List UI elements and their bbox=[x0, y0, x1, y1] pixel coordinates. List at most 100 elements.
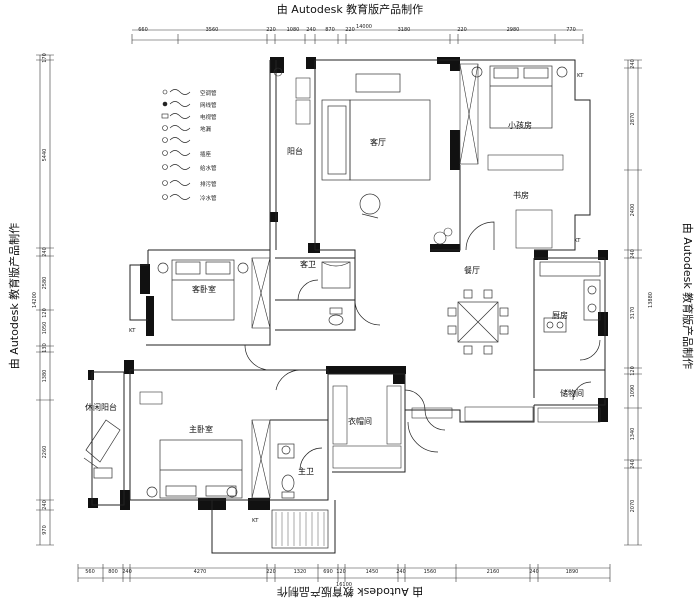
svg-text:5440: 5440 bbox=[42, 149, 48, 162]
svg-text:240: 240 bbox=[396, 569, 406, 575]
svg-text:240: 240 bbox=[306, 27, 316, 33]
legend-labels: 空调管 网线管 电视管 地漏 插座 给水管 排污管 冷水管 bbox=[200, 89, 217, 202]
svg-text:560: 560 bbox=[85, 569, 95, 575]
left-dimension-lines bbox=[36, 54, 54, 546]
svg-text:240: 240 bbox=[42, 500, 48, 510]
svg-text:2070: 2070 bbox=[630, 500, 636, 513]
svg-text:770: 770 bbox=[566, 27, 576, 33]
svg-text:240: 240 bbox=[529, 569, 539, 575]
svg-text:给水管: 给水管 bbox=[200, 164, 217, 172]
watermark-top: 由 Autodesk 教育版产品制作 bbox=[276, 3, 424, 16]
svg-text:220: 220 bbox=[345, 27, 355, 33]
svg-text:地漏: 地漏 bbox=[200, 125, 212, 133]
svg-text:KT: KT bbox=[252, 518, 259, 524]
svg-text:220: 220 bbox=[266, 27, 276, 33]
svg-text:排污管: 排污管 bbox=[200, 180, 217, 188]
svg-text:1050: 1050 bbox=[42, 322, 48, 335]
dim-left-total: 14200 bbox=[32, 292, 38, 308]
svg-text:1450: 1450 bbox=[366, 569, 379, 575]
svg-text:240: 240 bbox=[630, 459, 636, 469]
plants bbox=[273, 67, 453, 245]
svg-text:1340: 1340 bbox=[630, 428, 636, 441]
svg-text:3180: 3180 bbox=[398, 27, 411, 33]
dim-top-total: 14000 bbox=[356, 24, 372, 30]
svg-text:4270: 4270 bbox=[194, 569, 207, 575]
dim-right-labels: 240 2870 2400 240 3170 120 1090 1340 240… bbox=[630, 59, 636, 512]
svg-text:电视管: 电视管 bbox=[200, 113, 217, 121]
svg-text:网线管: 网线管 bbox=[200, 101, 217, 109]
label-child-room: 小孩房 bbox=[508, 120, 532, 130]
svg-text:3170: 3170 bbox=[630, 307, 636, 320]
svg-text:660: 660 bbox=[138, 27, 148, 33]
svg-text:1080: 1080 bbox=[287, 27, 300, 33]
svg-text:1090: 1090 bbox=[630, 385, 636, 398]
dim-left-labels: 170 5440 240 2580 120 1050 130 1380 2260… bbox=[42, 53, 48, 535]
svg-text:2980: 2980 bbox=[507, 27, 520, 33]
svg-text:2260: 2260 bbox=[42, 446, 48, 459]
svg-text:1380: 1380 bbox=[42, 370, 48, 383]
svg-text:2870: 2870 bbox=[630, 113, 636, 126]
svg-text:1320: 1320 bbox=[294, 569, 307, 575]
door-swings bbox=[244, 221, 601, 471]
svg-text:800: 800 bbox=[108, 569, 118, 575]
wardrobe-cabinets bbox=[139, 63, 601, 499]
svg-text:120: 120 bbox=[630, 366, 636, 376]
svg-text:240: 240 bbox=[630, 249, 636, 259]
top-dimension-lines bbox=[131, 29, 584, 44]
svg-text:冷水管: 冷水管 bbox=[200, 194, 217, 202]
legend-symbols bbox=[161, 89, 191, 200]
dim-bottom-total: 16100 bbox=[336, 582, 352, 588]
svg-text:2580: 2580 bbox=[42, 277, 48, 290]
label-kitchen: 厨房 bbox=[552, 310, 568, 320]
svg-text:2160: 2160 bbox=[487, 569, 500, 575]
svg-text:KT: KT bbox=[129, 328, 136, 334]
label-storage: 储物间 bbox=[560, 388, 584, 398]
dim-right-total: 13880 bbox=[648, 292, 654, 308]
dining-table bbox=[447, 289, 509, 355]
svg-text:240: 240 bbox=[42, 247, 48, 257]
right-dimension-lines bbox=[624, 59, 642, 546]
kt-markers: KT KT KT KT bbox=[129, 73, 584, 524]
lounge-chair bbox=[83, 419, 121, 479]
svg-text:170: 170 bbox=[42, 53, 48, 63]
label-wardrobe-room: 衣帽间 bbox=[348, 416, 372, 426]
kitchen-fixtures bbox=[539, 261, 601, 333]
svg-text:空调管: 空调管 bbox=[200, 89, 217, 97]
sofa-set bbox=[321, 73, 431, 219]
svg-text:KT: KT bbox=[574, 238, 581, 244]
svg-text:220: 220 bbox=[266, 569, 276, 575]
svg-text:1560: 1560 bbox=[424, 569, 437, 575]
label-living: 客厅 bbox=[370, 137, 386, 147]
beds bbox=[146, 65, 568, 499]
legend bbox=[161, 89, 191, 200]
svg-text:220: 220 bbox=[457, 27, 467, 33]
walls bbox=[91, 59, 606, 554]
svg-text:970: 970 bbox=[42, 525, 48, 535]
label-dining: 餐厅 bbox=[464, 266, 480, 275]
bath-fixtures bbox=[271, 261, 351, 549]
label-leisure-balcony: 休闲阳台 bbox=[85, 402, 117, 412]
svg-text:3560: 3560 bbox=[206, 27, 219, 33]
label-guest-bedroom: 客卧室 bbox=[192, 284, 216, 294]
label-study: 书房 bbox=[513, 190, 529, 200]
room-labels: 阳台 客厅 小孩房 书房 客卫 客卧室 餐厅 厨房 储物间 休闲阳台 主卧室 衣… bbox=[85, 120, 584, 476]
svg-text:插座: 插座 bbox=[200, 150, 212, 158]
svg-text:1890: 1890 bbox=[566, 569, 579, 575]
label-balcony: 阳台 bbox=[287, 146, 303, 156]
svg-text:120: 120 bbox=[42, 308, 48, 318]
dim-bottom-labels: 560 800 240 4270 220 1320 690 120 1450 2… bbox=[85, 569, 578, 575]
svg-text:240: 240 bbox=[630, 59, 636, 69]
svg-text:690: 690 bbox=[323, 569, 333, 575]
label-master-bath: 主卫 bbox=[298, 466, 314, 476]
svg-text:KT: KT bbox=[577, 73, 584, 79]
svg-text:870: 870 bbox=[325, 27, 335, 33]
bottom-dimension-lines bbox=[77, 564, 611, 582]
label-guest-bath: 客卫 bbox=[300, 259, 316, 269]
svg-text:120: 120 bbox=[336, 569, 346, 575]
floor-grating bbox=[275, 512, 325, 546]
svg-text:130: 130 bbox=[42, 343, 48, 353]
structural-columns bbox=[88, 57, 608, 510]
svg-text:240: 240 bbox=[122, 569, 132, 575]
label-master-bedroom: 主卧室 bbox=[189, 424, 213, 434]
